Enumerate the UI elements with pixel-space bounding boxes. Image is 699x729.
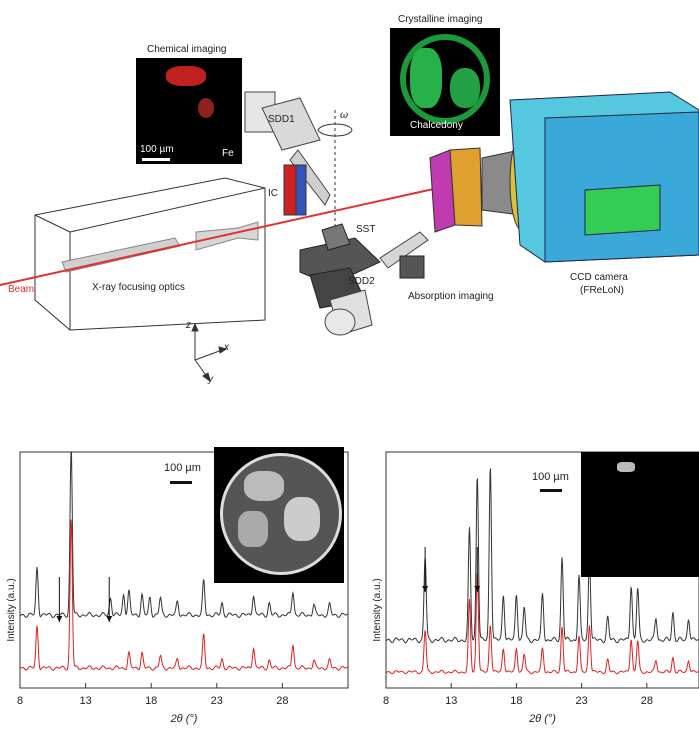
ion-chamber bbox=[283, 164, 307, 216]
chart-left-scale-bar bbox=[170, 481, 192, 484]
crystal-phase bbox=[400, 34, 490, 124]
inset-grain bbox=[244, 471, 284, 501]
chemical-imaging-title: Chemical imaging bbox=[147, 44, 227, 55]
series-line bbox=[20, 452, 349, 619]
x-tick-label: 28 bbox=[276, 695, 288, 707]
crystalline-imaging-title: Crystalline imaging bbox=[398, 14, 483, 25]
optics-box bbox=[34, 177, 266, 331]
ccd-label-2: (FReLoN) bbox=[580, 285, 624, 296]
x-tick-label: 23 bbox=[576, 695, 588, 707]
peak-arrow-head bbox=[56, 616, 63, 622]
fe-signal-blob bbox=[198, 98, 214, 118]
plot-frame bbox=[385, 451, 699, 689]
y-axis-label: Intensity (a.u.) bbox=[6, 578, 17, 641]
omega-label: ω bbox=[340, 110, 349, 121]
x-tick-label: 28 bbox=[641, 695, 653, 707]
x-tick-label: 13 bbox=[79, 695, 91, 707]
x-tick-label: 8 bbox=[383, 695, 389, 707]
chart-right-scale-bar bbox=[540, 489, 562, 492]
inset-sample bbox=[220, 453, 342, 575]
sst-label: SST bbox=[356, 224, 376, 235]
scale-label: 100 µm bbox=[140, 144, 174, 155]
sample-label: Chalcedony bbox=[410, 120, 463, 131]
chart-left-scale-label: 100 µm bbox=[164, 462, 201, 474]
optics-label: X-ray focusing optics bbox=[92, 282, 185, 293]
chart-right-scale-label: 100 µm bbox=[532, 471, 569, 483]
inset-signal bbox=[617, 462, 635, 472]
chart-right-inset-image bbox=[581, 452, 699, 577]
crystal-phase bbox=[450, 68, 480, 108]
chemical-imaging-image: 100 µm Fe bbox=[136, 58, 242, 164]
series-line bbox=[20, 519, 349, 671]
optics-nozzle bbox=[195, 221, 259, 251]
crystal-phase bbox=[410, 48, 442, 108]
inset-grain bbox=[238, 511, 268, 547]
xrd-chart-left: 8 13 18 23 28 2θ (°) Intensity (a.u.) bbox=[6, 451, 349, 725]
axis-x-label: x bbox=[224, 342, 229, 353]
x-tick-label: 8 bbox=[17, 695, 23, 707]
axis-z-label: z bbox=[186, 320, 191, 331]
x-tick-label: 13 bbox=[445, 695, 457, 707]
absorption-axes bbox=[404, 368, 442, 408]
ic-label: IC bbox=[268, 188, 278, 199]
x-tick-label: 18 bbox=[510, 695, 522, 707]
inset-grain bbox=[284, 497, 320, 541]
peak-arrow-head bbox=[106, 616, 113, 622]
axis-y-label: y bbox=[208, 374, 213, 385]
ccd-camera bbox=[429, 91, 699, 263]
xrd-chart-right: 8 13 18 23 28 2θ (°) Intensity (a.u.) bbox=[372, 451, 699, 725]
x-axis-label: 2θ (°) bbox=[528, 713, 556, 725]
sdd1-label: SDD1 bbox=[268, 114, 295, 125]
omega-arrow bbox=[317, 123, 353, 137]
chart-left-inset-image bbox=[214, 447, 344, 583]
sample-stage bbox=[299, 223, 381, 309]
sdd1-detector bbox=[244, 91, 331, 206]
beam-label: Beam bbox=[8, 284, 35, 295]
plot-frame bbox=[19, 451, 349, 689]
element-label: Fe bbox=[222, 148, 234, 159]
fe-signal-blob bbox=[166, 66, 206, 86]
peak-arrow-head bbox=[422, 586, 429, 592]
series-line bbox=[385, 573, 699, 675]
sdd2-label: SDD2 bbox=[348, 276, 375, 287]
x-axis-label: 2θ (°) bbox=[170, 713, 198, 725]
sdd2-detector bbox=[324, 231, 429, 336]
peak-arrow-head bbox=[474, 586, 481, 592]
absorption-imaging-title: Absorption imaging bbox=[408, 291, 494, 302]
axes-glyph bbox=[191, 322, 228, 383]
beam-line bbox=[0, 187, 439, 286]
scale-bar bbox=[142, 158, 170, 161]
x-tick-label: 18 bbox=[145, 695, 157, 707]
absorption-axis-x: x bbox=[440, 398, 445, 409]
ccd-label-1: CCD camera bbox=[570, 272, 628, 283]
series-line bbox=[386, 468, 699, 644]
absorption-axis-y: y bbox=[415, 364, 420, 375]
crystalline-imaging-image: Chalcedony bbox=[390, 28, 500, 136]
x-tick-label: 23 bbox=[211, 695, 223, 707]
experiment-diagram bbox=[0, 91, 699, 408]
y-axis-label: Intensity (a.u.) bbox=[372, 578, 383, 641]
